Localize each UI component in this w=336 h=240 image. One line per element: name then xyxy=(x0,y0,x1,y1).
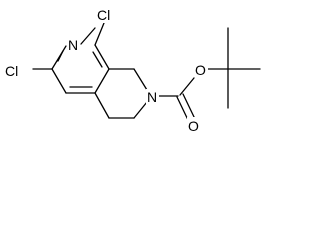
bond-carbonyl-c-o-ester xyxy=(179,77,195,96)
bond-n7-c6-inner xyxy=(57,50,64,62)
bond-c8-cl xyxy=(94,22,105,46)
atom-o-ester: O xyxy=(195,62,206,78)
bond-n7-c6 xyxy=(51,45,67,70)
bond-n2-c3 xyxy=(133,101,148,119)
atom-cl-1: Cl xyxy=(97,7,110,23)
atom-n-ring: N xyxy=(68,37,78,53)
atom-cl-2: Cl xyxy=(5,63,18,79)
bond-c8-n7 xyxy=(80,27,96,45)
bond-c4a-c8a xyxy=(94,68,110,94)
atom-n-amide: N xyxy=(147,89,157,105)
structure-diagram: Cl N Cl N O O xyxy=(3,6,261,134)
atom-labels: Cl N Cl N O O xyxy=(3,6,208,134)
bond-c4-c4a xyxy=(94,92,110,119)
bond-c1-n2 xyxy=(133,68,148,91)
bonds xyxy=(32,22,261,123)
bond-c8a-c8 xyxy=(94,44,110,70)
bond-c6-c5 xyxy=(51,68,67,94)
bond-c8a-c8-inner xyxy=(92,51,103,68)
atom-o-carbonyl: O xyxy=(188,118,199,134)
bond-carbonyl-c-o-double-b xyxy=(182,93,196,120)
